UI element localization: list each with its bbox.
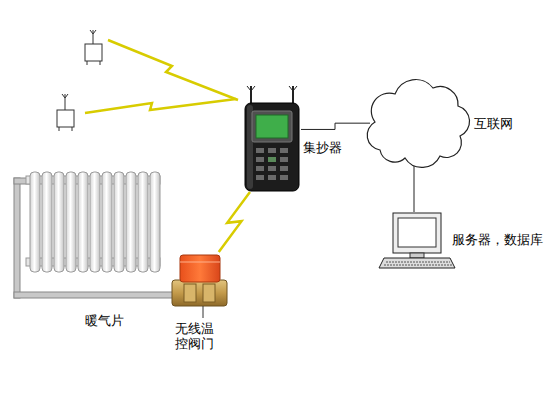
antenna — [292, 86, 294, 104]
key — [268, 175, 276, 180]
radiator-fin — [114, 172, 124, 272]
sensor-box — [57, 110, 74, 127]
leader-line — [203, 306, 204, 318]
key-row — [386, 262, 450, 263]
screen-bezel — [252, 111, 292, 142]
radiator-fin — [102, 172, 112, 272]
monitor — [393, 213, 441, 253]
key — [268, 157, 276, 162]
key — [280, 148, 288, 153]
radiator-fin — [138, 172, 148, 272]
internet-node: 互联网 — [370, 80, 462, 163]
valve-body — [172, 280, 227, 306]
collector-illustration — [245, 86, 299, 191]
key — [256, 175, 264, 180]
monitor-screen — [398, 218, 436, 247]
key — [280, 175, 288, 180]
radiator-fin — [66, 172, 76, 272]
sensor-leg — [87, 61, 88, 65]
node-label: 无线温控阀门 — [175, 322, 214, 352]
key — [268, 148, 276, 153]
radiator-fin — [90, 172, 100, 272]
antenna-tip — [247, 86, 255, 91]
valve-node: 无线温控阀门 — [172, 252, 227, 308]
network-line — [301, 123, 370, 129]
network-line — [414, 163, 415, 212]
pipe — [14, 178, 20, 298]
node-label: 集抄器 — [303, 140, 342, 156]
radiator-fin — [42, 172, 52, 272]
node-label: 互联网 — [474, 116, 513, 132]
collector-body — [245, 103, 299, 191]
wireless-link — [219, 192, 250, 252]
internet-cloud — [367, 80, 469, 168]
key — [268, 166, 276, 171]
wireless-sensor — [57, 94, 74, 131]
valve-nut — [184, 284, 196, 302]
antenna-tip — [289, 86, 297, 91]
sensor-leg — [100, 61, 101, 65]
valve-nut — [203, 284, 215, 302]
radiator-node: 暖气片 — [0, 170, 168, 280]
radiator-fin — [150, 172, 160, 272]
valve-illustration — [172, 255, 227, 318]
node-label: 服务器，数据库 — [452, 232, 543, 248]
collector-node: 集抄器 — [243, 100, 301, 192]
wireless-link — [85, 99, 236, 113]
key — [256, 166, 264, 171]
sensor-leg — [59, 127, 60, 131]
radiator-fin — [54, 172, 64, 272]
wireless-link — [108, 40, 238, 100]
actuator-highlight — [180, 262, 220, 263]
key — [256, 148, 264, 153]
key — [280, 157, 288, 162]
server-computer — [379, 213, 455, 268]
antenna-tip — [62, 94, 68, 98]
key-row — [384, 265, 452, 266]
antenna-tip — [90, 30, 96, 34]
keyboard — [379, 258, 455, 268]
pipe — [14, 292, 174, 298]
key — [256, 157, 264, 162]
antenna — [65, 94, 66, 110]
collector-screen — [256, 115, 288, 138]
radiator-illustration — [14, 172, 174, 298]
radiator-fin — [126, 172, 136, 272]
key — [280, 166, 288, 171]
monitor-stand — [410, 253, 424, 258]
valve-actuator — [180, 255, 220, 282]
node-label: 暖气片 — [85, 313, 124, 329]
radiator-fin — [78, 172, 88, 272]
sensor-box — [85, 44, 102, 61]
radiator-fin — [30, 172, 40, 272]
antenna — [93, 30, 94, 44]
server-node: 服务器，数据库 — [380, 212, 448, 268]
wireless-sensor — [85, 30, 102, 65]
sensor-leg — [72, 127, 73, 131]
antenna — [250, 86, 252, 104]
